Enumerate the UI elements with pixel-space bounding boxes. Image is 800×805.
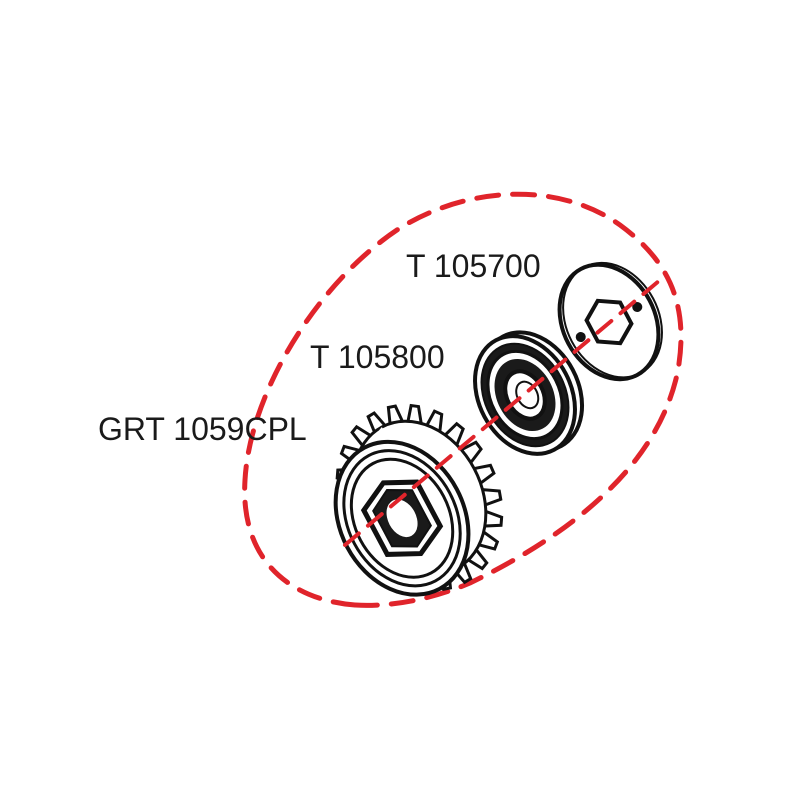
label-grt-1059cpl: GRT 1059CPL (98, 411, 307, 447)
label-t105700: T 105700 (406, 248, 541, 284)
assembly-axis-line (343, 278, 662, 547)
label-t105800: T 105800 (310, 339, 445, 375)
gear-part (333, 403, 504, 597)
assembly-group-outline (242, 191, 684, 608)
bearing-part (473, 330, 585, 456)
